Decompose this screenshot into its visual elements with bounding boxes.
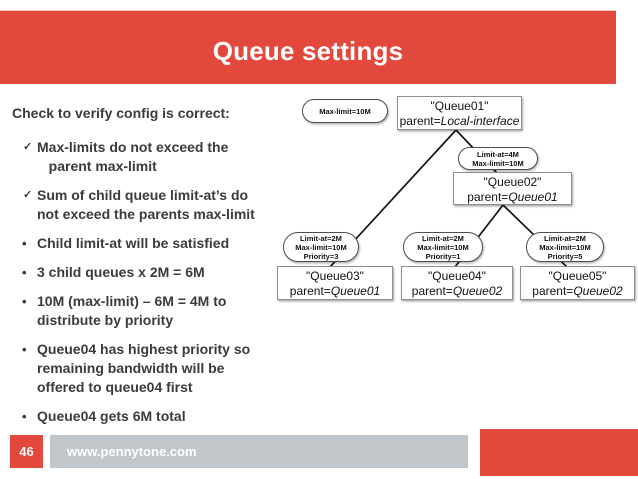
bullet-list: ✓ Max-limits do not exceed the parent max… [10,138,286,426]
bullet-text: Child limit-at will be satisfied [37,235,230,251]
pill-setting-line: Priority=5 [547,251,583,261]
bullet-item-6: • Queue04 has highest priority so remaini… [10,340,287,397]
dot-bullet-icon: • [22,342,27,357]
node-queue02: "Queue02"parent=Queue01 [453,172,572,205]
bullet-item-4: • 3 child queues x 2M = 6M [10,263,287,282]
pill-setting-line: Max-limit=10M [472,158,524,168]
parent-prefix: parent= [289,284,331,298]
queue-name: "Queue05" [548,269,607,283]
pill-setting-line: Max-limit=10M [319,106,371,116]
section-heading: Check to verify config is correct: [12,105,230,121]
bullet-text: Max-limits do not exceed the parent max-… [37,139,229,174]
parent-prefix: parent= [532,284,574,298]
tree-edge [329,129,457,268]
bullet-item-7: • Queue04 gets 6M total [10,407,287,426]
pill-setting-line: Limit-at=2M [544,233,586,243]
queue-name: "Queue02" [483,175,542,189]
bullet-text: Queue04 has highest priority so remainin… [37,341,251,395]
bullet-text: 3 child queues x 2M = 6M [37,264,205,280]
bullet-text: Queue04 gets 6M total [37,408,186,424]
bullet-item-1: ✓ Max-limits do not exceed the parent max… [10,138,287,176]
page-number: 46 [10,435,43,468]
queue-parent: parent=Queue01 [454,190,571,204]
tree-edge [502,204,568,268]
parent-name: Queue01 [330,284,381,298]
dot-bullet-icon: • [22,236,27,251]
dot-bullet-icon: • [22,265,27,280]
queue-name: "Queue03" [306,269,364,283]
parent-prefix: parent= [399,114,441,128]
checkmark-bullet-icon: ✓ [23,189,33,201]
footer-url: www.pennytone.com [67,444,197,459]
bullet-item-3: • Child limit-at will be satisfied [10,234,287,253]
node-queue03: "Queue03"parent=Queue01 [277,266,393,300]
parent-prefix: parent= [467,190,509,204]
parent-name: Queue02 [573,284,623,298]
queue-name: "Queue01" [430,99,489,113]
bullet-item-5: • 10M (max-limit) – 6M = 4M to distribute… [10,292,287,330]
node-queue04: "Queue04"parent=Queue02 [401,266,513,300]
bullet-text: Sum of child queue limit-at’s do not exc… [37,187,255,222]
parent-name: Queue01 [508,190,558,204]
parent-name: Local-interface [440,114,520,128]
footer-url-bar: www.pennytone.com [50,435,468,468]
pill-setting-line: Limit-at=2M [300,233,342,243]
bullet-item-2: ✓ Sum of child queue limit-at’s do not ex… [10,186,287,224]
pill-setting-line: Priority=1 [425,251,461,261]
bullet-panel: Check to verify config is correct: ✓ Max-… [10,104,286,436]
tree-edge [454,204,504,268]
slide-title: Queue settings [212,36,404,66]
parent-prefix: parent= [411,284,453,298]
pill-setting-line: Max-limit=10M [417,242,469,252]
dot-bullet-icon: • [22,294,27,309]
queue-parent: parent=Local-interface [398,114,521,128]
pill-setting-line: Limit-at=2M [422,233,464,243]
pill-queue01-settings: Max-limit=10M [302,99,388,123]
bullet-text: 10M (max-limit) – 6M = 4M to distribute … [37,293,227,328]
checkmark-bullet-icon: ✓ [23,141,33,153]
queue-name: "Queue04" [428,269,486,283]
queue-parent: parent=Queue02 [521,284,634,298]
pill-setting-line: Max-limit=10M [539,242,591,252]
queue-parent: parent=Queue01 [278,284,392,298]
pill-setting-line: Priority=3 [303,251,339,261]
queue-parent: parent=Queue02 [402,284,512,298]
pill-setting-line: Limit-at=4M [477,149,519,159]
footer-accent-block [480,429,638,476]
parent-name: Queue02 [452,284,503,298]
node-queue05: "Queue05"parent=Queue02 [520,266,635,300]
dot-bullet-icon: • [22,409,27,424]
node-queue01: "Queue01"parent=Local-interface [397,96,522,130]
slide-header: Queue settings [0,10,616,84]
pill-setting-line: Max-limit=10M [295,242,347,252]
tree-edge [455,129,498,174]
